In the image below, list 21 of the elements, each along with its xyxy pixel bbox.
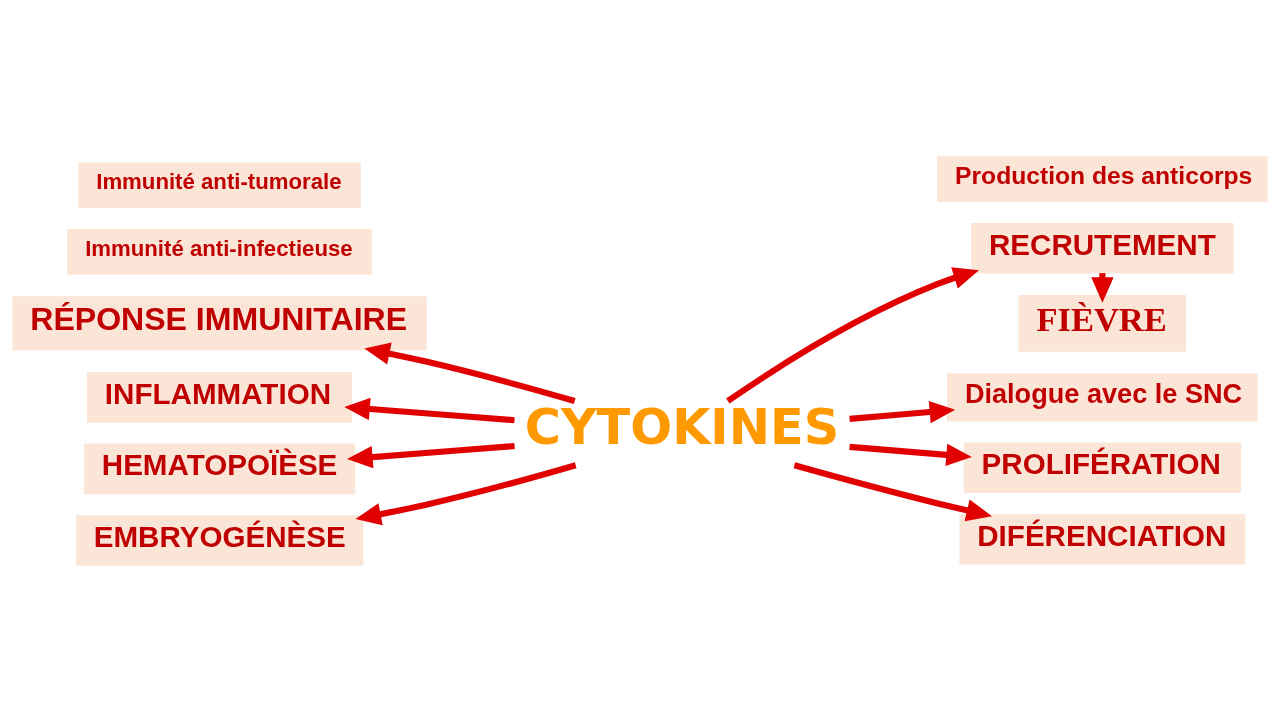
node-box: Production des anticorps [937,156,1268,202]
arrow [347,442,515,469]
node-text: CYTOKINES [524,398,840,457]
node-box: FIÈVRE [1018,295,1187,352]
node-box: INFLAMMATION [87,372,353,423]
arrow [344,397,515,424]
node-box: Immunité anti-tumorale [78,162,361,209]
arrow [849,400,956,424]
arrow [726,267,979,404]
arrow [849,443,972,467]
node-box: RECRUTEMENT [971,222,1234,274]
node-box: HEMATOPOÏÈSE [83,443,356,495]
node-box: RÉPONSE IMMUNITAIRE [12,296,427,351]
arrow [355,462,577,526]
node-box: Dialogue avec le SNC [947,373,1258,422]
node-box: DIFÉRENCIATION [959,513,1246,565]
node-box: EMBRYOGÉNÈSE [75,515,364,566]
arrow [793,462,992,522]
node-box: Immunité anti-infectieuse [67,229,372,275]
arrow [364,342,576,405]
node-box: PROLIFÉRATION [963,442,1242,493]
